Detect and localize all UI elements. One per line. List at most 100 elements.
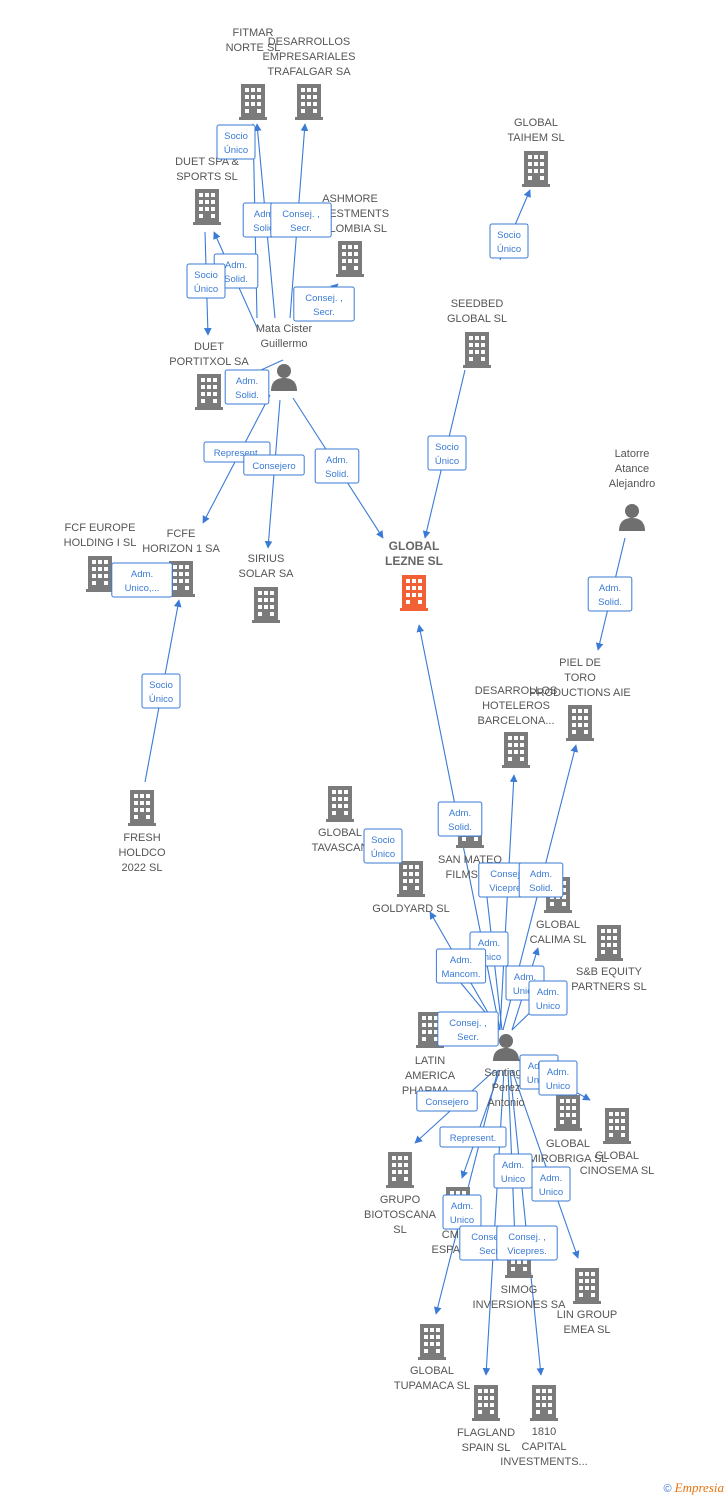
node-label-line: Antonio	[487, 1097, 524, 1109]
node-label-line: LATIN	[415, 1055, 445, 1067]
edge-label[interactable]: Consej. ,Secr.	[293, 286, 355, 322]
edge-label[interactable]: Consejero	[416, 1090, 478, 1112]
edge-label[interactable]: Adm.Unico	[442, 1194, 482, 1230]
node-label-line: Guillermo	[260, 338, 307, 350]
edge-label-text: Consej. ,	[490, 869, 528, 880]
node-label-line: LEZNE SL	[385, 554, 443, 568]
edge-label-box	[416, 1090, 478, 1112]
edge-label[interactable]: Adm.Solid.	[224, 369, 270, 405]
edge-label[interactable]: Consej. , Secr.	[270, 202, 332, 238]
node-label-line: MIROBRIGA SL	[529, 1153, 608, 1165]
brand-logo[interactable]: Empresia	[674, 1480, 724, 1495]
node-label-line: FITMAR	[233, 27, 274, 39]
edge-label[interactable]: Adm.Mancom.	[435, 948, 487, 984]
edge-label[interactable]: Consej. ,Secr.	[437, 1011, 499, 1047]
building-icon	[522, 151, 550, 187]
building-icon	[239, 84, 267, 120]
building-icon	[566, 705, 594, 741]
node-desarrollos-hoteleros[interactable]: DESARROLLOSHOTELEROSBARCELONA...	[475, 685, 558, 768]
edge-label-text: Socio	[194, 270, 218, 281]
edge-label[interactable]: Represent.	[439, 1126, 507, 1148]
edge-label[interactable]: Adm.Unico	[528, 980, 568, 1016]
node-label-line: HOLDCO	[118, 847, 166, 859]
edge-label-text: Unico	[536, 1001, 560, 1012]
edge-label[interactable]: Adm.Unico	[493, 1153, 533, 1189]
node-capital-1810[interactable]: 1810CAPITALINVESTMENTS...	[500, 1385, 588, 1468]
node-goldyard[interactable]: GOLDYARD SL	[372, 861, 450, 915]
edge-label-text: Socio	[224, 131, 248, 142]
edge-label-text: Único	[497, 244, 521, 255]
node-label-line: GRUPO	[380, 1194, 421, 1206]
node-label-line: GLOBAL	[546, 1138, 590, 1150]
edge-label-text: Consej. ,	[282, 209, 320, 220]
node-label-line: EMEA SL	[563, 1324, 610, 1336]
building-icon	[336, 241, 364, 277]
edge-label-box	[587, 576, 633, 612]
building-icon	[193, 189, 221, 225]
node-label-line: GLOBAL	[389, 539, 440, 553]
footer: © Empresia	[663, 1480, 724, 1496]
node-duet-spa[interactable]: DUET SPA &SPORTS SL	[175, 156, 240, 225]
edge-label[interactable]: Adm.Unico,...	[111, 562, 173, 598]
edge-label-text: Unico,...	[125, 583, 160, 594]
edge-label[interactable]: Adm.Unico	[531, 1166, 571, 1202]
edge-label-text: Consejero	[425, 1097, 468, 1108]
node-label-line: SOLAR SA	[238, 568, 294, 580]
node-global-mirobriga[interactable]: GLOBAL MIROBRIGA SL	[529, 1095, 608, 1165]
node-label-line: PARTNERS SL	[571, 981, 646, 993]
node-label-line: PRODUCTIONS AIE	[529, 687, 630, 699]
building-icon	[463, 332, 491, 368]
node-label-line: HOTELEROS	[482, 700, 550, 712]
edge-label-text: Solid.	[448, 822, 472, 833]
node-label-line: ASHMORE	[322, 193, 378, 205]
edge-label-text: Secr.	[457, 1032, 479, 1043]
edge-label[interactable]: Consejero	[243, 454, 305, 476]
building-icon	[603, 1108, 631, 1144]
edge-label-text: Único	[224, 145, 248, 156]
edge-label[interactable]: Adm.Solid.	[437, 801, 483, 837]
node-label-line: PORTITXOL SA	[169, 356, 249, 368]
edge-label-text: Secr.	[290, 223, 312, 234]
edge-label-box	[437, 801, 483, 837]
edge-label-box	[531, 1166, 571, 1202]
edge-label-text: Adm.	[514, 972, 536, 983]
edge-label[interactable]: Adm.Solid.	[587, 576, 633, 612]
edge-label-box	[216, 124, 256, 160]
edge-label[interactable]: Adm.Solid.	[518, 862, 564, 898]
edge-label[interactable]: Adm.Unico	[538, 1060, 578, 1096]
edge-label[interactable]: Adm.Solid.	[314, 448, 360, 484]
node-label-line: FLAGLAND	[457, 1427, 515, 1439]
node-label-line: 2022 SL	[122, 862, 163, 874]
edge-label[interactable]: Consej. ,Vicepres.	[496, 1225, 558, 1261]
edge-label-text: Consejero	[252, 461, 295, 472]
